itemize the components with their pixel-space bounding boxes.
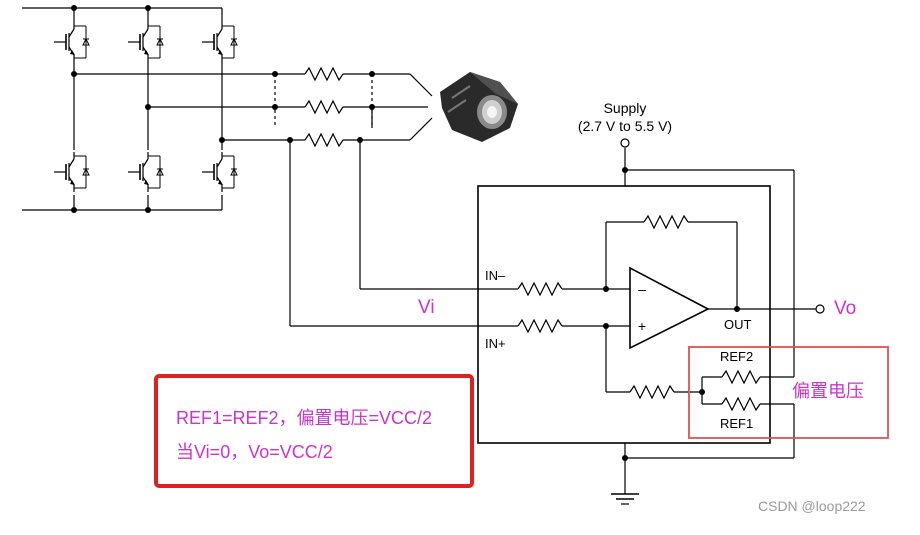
opamp-minus-sign: – <box>638 281 646 297</box>
inverter-bridge <box>22 7 290 211</box>
pin-in-plus: IN+ <box>485 336 506 351</box>
stepper-motor-image <box>440 72 518 142</box>
note-line-1: REF1=REF2，偏置电压=VCC/2 <box>176 408 432 428</box>
pin-ref2: REF2 <box>720 349 753 364</box>
output-terminal <box>815 304 825 314</box>
pin-out: OUT <box>724 317 752 332</box>
amplifier-wiring <box>289 107 816 505</box>
bias-highlight-box <box>688 346 889 439</box>
vi-label: Vi <box>418 297 435 318</box>
supply-range: (2.7 V to 5.5 V) <box>578 118 672 134</box>
vo-label: Vo <box>834 298 856 319</box>
supply-terminal <box>620 138 630 148</box>
note-line-2: 当Vi=0，Vo=VCC/2 <box>176 442 333 462</box>
supply-title: Supply <box>604 100 647 116</box>
opamp-plus-sign: + <box>638 318 646 334</box>
pin-in-minus: IN– <box>485 268 506 283</box>
note-highlight-box <box>154 374 474 488</box>
pin-ref1: REF1 <box>720 416 753 431</box>
opamp-triangle <box>629 266 710 350</box>
phase-wires <box>274 66 433 148</box>
watermark: CSDN @loop222 <box>758 498 866 514</box>
bias-voltage-label: 偏置电压 <box>792 381 864 401</box>
